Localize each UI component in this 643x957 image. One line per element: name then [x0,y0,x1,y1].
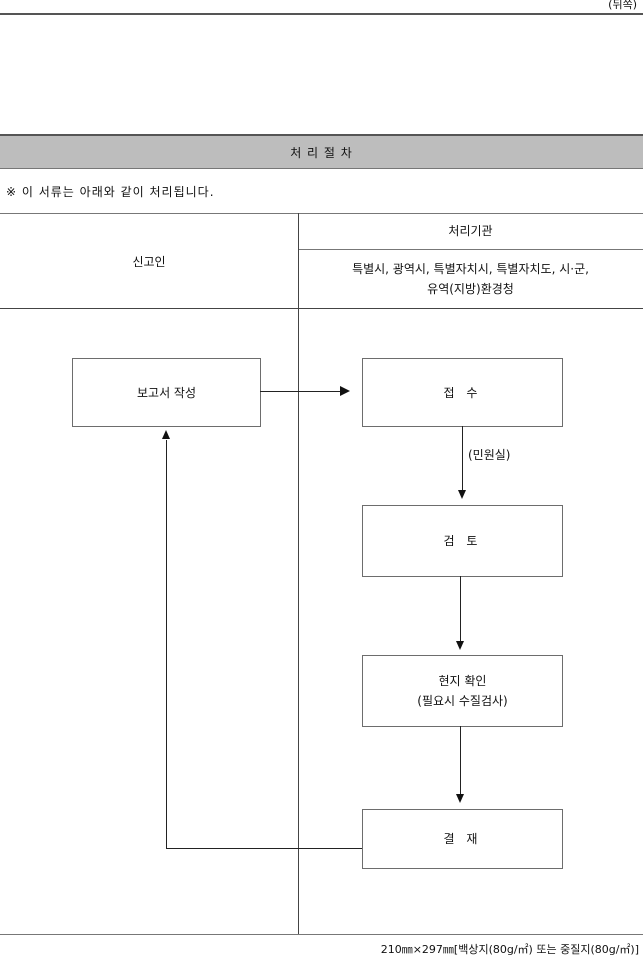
connector-approval-return-vertical [166,440,167,849]
review-box: 검 토 [362,505,563,577]
arrow-down-icon [456,641,464,650]
arrow-down-icon [458,490,466,499]
arrow-down-icon [456,794,464,803]
arrow-right-icon [340,386,350,396]
agency-column-header: 처리기관 [448,224,493,238]
table-bottom-rule [0,934,643,935]
receipt-office-note: (민원실) [468,448,511,462]
receipt-box: 접 수 [362,358,563,427]
paper-spec: 210㎜×297㎜[백상지(80g/㎡) 또는 중질지(80g/㎡)] [380,943,639,956]
agency-detail-line1: 특별시, 광역시, 특별자치시, 특별자치도, 시·군, [352,262,589,276]
approval-label: 결 재 [443,832,482,846]
write-report-box: 보고서 작성 [72,358,261,427]
connector-receipt-to-review [462,426,463,490]
agency-sub-rule [298,249,643,250]
processing-note: ※ 이 서류는 아래와 같이 처리됩니다. [6,185,215,199]
back-side-label: (뒤쪽) [608,0,637,11]
table-top-rule [0,213,643,214]
receipt-label: 접 수 [443,385,482,400]
review-label: 검 토 [443,534,482,548]
table-header-bottom-rule [0,308,643,309]
applicant-column-header: 신고인 [132,255,166,269]
connector-report-to-receipt [260,391,342,392]
site-check-box: 현지 확인 (필요시 수질검사) [362,655,563,727]
section-title: 처 리 절 차 [290,145,353,160]
arrow-up-icon [162,430,170,439]
connector-site-check-to-approval [460,726,461,794]
site-check-label-line2: (필요시 수질검사) [417,694,508,708]
connector-approval-return-horizontal [166,848,362,849]
connector-review-to-site-check [460,576,461,642]
approval-box: 결 재 [362,809,563,869]
site-check-label-line1: 현지 확인 [438,674,487,688]
agency-detail-line2: 유역(지방)환경청 [427,282,514,296]
write-report-label: 보고서 작성 [136,385,196,400]
column-divider [298,213,299,934]
section-title-bar: 처 리 절 차 [0,134,643,169]
top-rule [0,13,643,15]
